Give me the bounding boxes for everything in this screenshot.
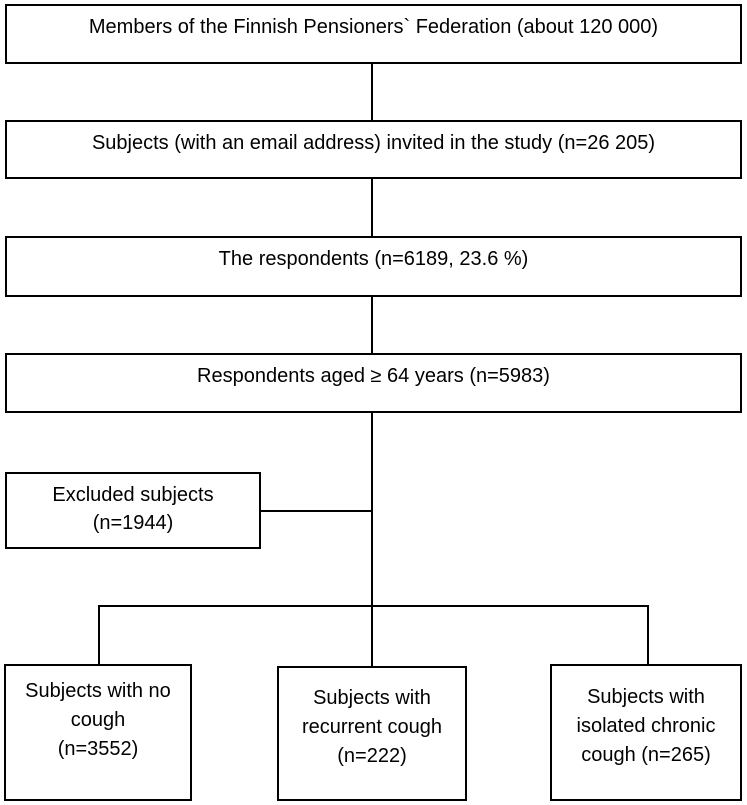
connector-excluded-branch (260, 510, 373, 512)
isolated-chronic-cough-line1: Subjects with (587, 686, 705, 708)
connector-invited-respondents (371, 178, 373, 237)
isolated-chronic-cough-line3: cough (n=265) (581, 744, 711, 766)
respondents-text: The respondents (n=6189, 23.6 %) (218, 248, 529, 270)
recurrent-cough-line1: Subjects with (313, 687, 431, 709)
connector-to-no-cough (98, 605, 100, 665)
connector-aged-split (371, 412, 373, 606)
recurrent-cough-line2: recurrent cough (301, 716, 443, 738)
connector-members-invited (371, 63, 373, 121)
invited-text: Subjects (with an email address) invited… (91, 132, 656, 154)
connector-bottom-horizontal (98, 605, 649, 607)
no-cough-line1: Subjects with no (25, 680, 171, 702)
aged-respondents-box: Respondents aged ≥ 64 years (n=5983) (5, 353, 742, 413)
respondents-box: The respondents (n=6189, 23.6 %) (5, 236, 742, 297)
recurrent-cough-box: Subjects with recurrent cough (n=222) (277, 666, 467, 801)
connector-respondents-aged (371, 296, 373, 354)
no-cough-line3: (n=3552) (57, 738, 139, 760)
invited-box: Subjects (with an email address) invited… (5, 120, 742, 179)
connector-to-recurrent (371, 605, 373, 667)
members-text: Members of the Finnish Pensioners` Feder… (88, 16, 659, 38)
recurrent-cough-line3: (n=222) (337, 745, 407, 767)
excluded-box: Excluded subjects (n=1944) (5, 472, 261, 549)
isolated-chronic-cough-box: Subjects with isolated chronic cough (n=… (550, 664, 742, 801)
members-box: Members of the Finnish Pensioners` Feder… (5, 4, 742, 64)
excluded-line2: (n=1944) (92, 511, 174, 534)
excluded-line1: Excluded subjects (52, 483, 214, 506)
no-cough-box: Subjects with no cough (n=3552) (4, 664, 192, 801)
isolated-chronic-cough-line2: isolated chronic (576, 715, 716, 737)
no-cough-line2: cough (70, 709, 126, 731)
aged-respondents-text: Respondents aged ≥ 64 years (n=5983) (197, 365, 550, 387)
connector-to-chronic (647, 605, 649, 665)
